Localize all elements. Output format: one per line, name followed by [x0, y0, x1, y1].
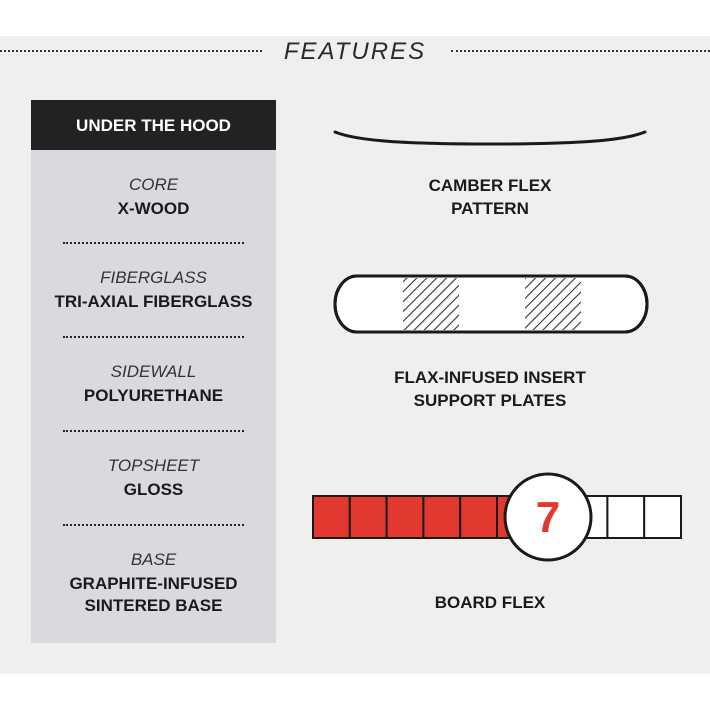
features-title: FEATURES: [283, 38, 427, 65]
spec-label: BASE: [130, 550, 177, 569]
header-divider-left: [0, 50, 262, 52]
spec-label: TOPSHEET: [107, 456, 200, 475]
spec-divider: [63, 524, 244, 526]
flex-cell-10: [643, 495, 683, 539]
spec-divider: [63, 430, 244, 432]
features-header: FEATURES: [0, 36, 710, 68]
spec-label: CORE: [128, 175, 179, 194]
flex-cell-3: [385, 495, 425, 539]
flex-value-number: 7: [536, 493, 560, 542]
flex-value-circle: [503, 472, 593, 562]
camber-profile-icon: [333, 130, 647, 146]
spec-label: SIDEWALL: [110, 362, 197, 381]
flex-cell-4: [422, 495, 462, 539]
spec-fiberglass: FIBERGLASS TRI-AXIAL FIBERGLASS: [31, 268, 276, 313]
flex-cell-9: [606, 495, 646, 539]
spec-value: GRAPHITE-INFUSED SINTERED BASE: [69, 574, 238, 615]
spec-divider: [63, 336, 244, 338]
spec-value: POLYURETHANE: [83, 386, 224, 405]
flex-cell-5: [459, 495, 498, 539]
header-divider-right: [451, 50, 710, 52]
spec-topsheet: TOPSHEET GLOSS: [31, 456, 276, 501]
flex-cell-1: [312, 495, 351, 539]
spec-value: GLOSS: [123, 480, 184, 499]
spec-value: TRI-AXIAL FIBERGLASS: [54, 292, 253, 311]
board-flex-scale: 7: [312, 472, 683, 562]
spec-divider: [63, 242, 244, 244]
insert-label: FLAX-INFUSED INSERT SUPPORT PLATES: [345, 366, 635, 412]
insert-plate-rear: [525, 278, 581, 330]
camber-label-line1: CAMBER FLEX: [428, 176, 552, 195]
spec-value: X-WOOD: [117, 199, 190, 218]
insert-plate-front: [403, 278, 459, 330]
insert-label-line2: SUPPORT PLATES: [413, 391, 567, 410]
spec-base: BASE GRAPHITE-INFUSED SINTERED BASE: [31, 550, 276, 617]
under-the-hood-title: UNDER THE HOOD: [31, 100, 276, 150]
spec-sidewall: SIDEWALL POLYURETHANE: [31, 362, 276, 407]
insert-label-line1: FLAX-INFUSED INSERT: [394, 368, 586, 387]
camber-label: CAMBER FLEX PATTERN: [345, 174, 635, 220]
spec-label: FIBERGLASS: [100, 268, 207, 287]
under-the-hood-panel: UNDER THE HOOD CORE X-WOOD FIBERGLASS TR…: [31, 100, 276, 643]
flex-cell-2: [348, 495, 388, 539]
camber-label-line2: PATTERN: [451, 199, 529, 218]
spec-core: CORE X-WOOD: [31, 175, 276, 220]
board-insert-plates-icon: [333, 274, 649, 334]
board-flex-label: BOARD FLEX: [434, 593, 546, 612]
